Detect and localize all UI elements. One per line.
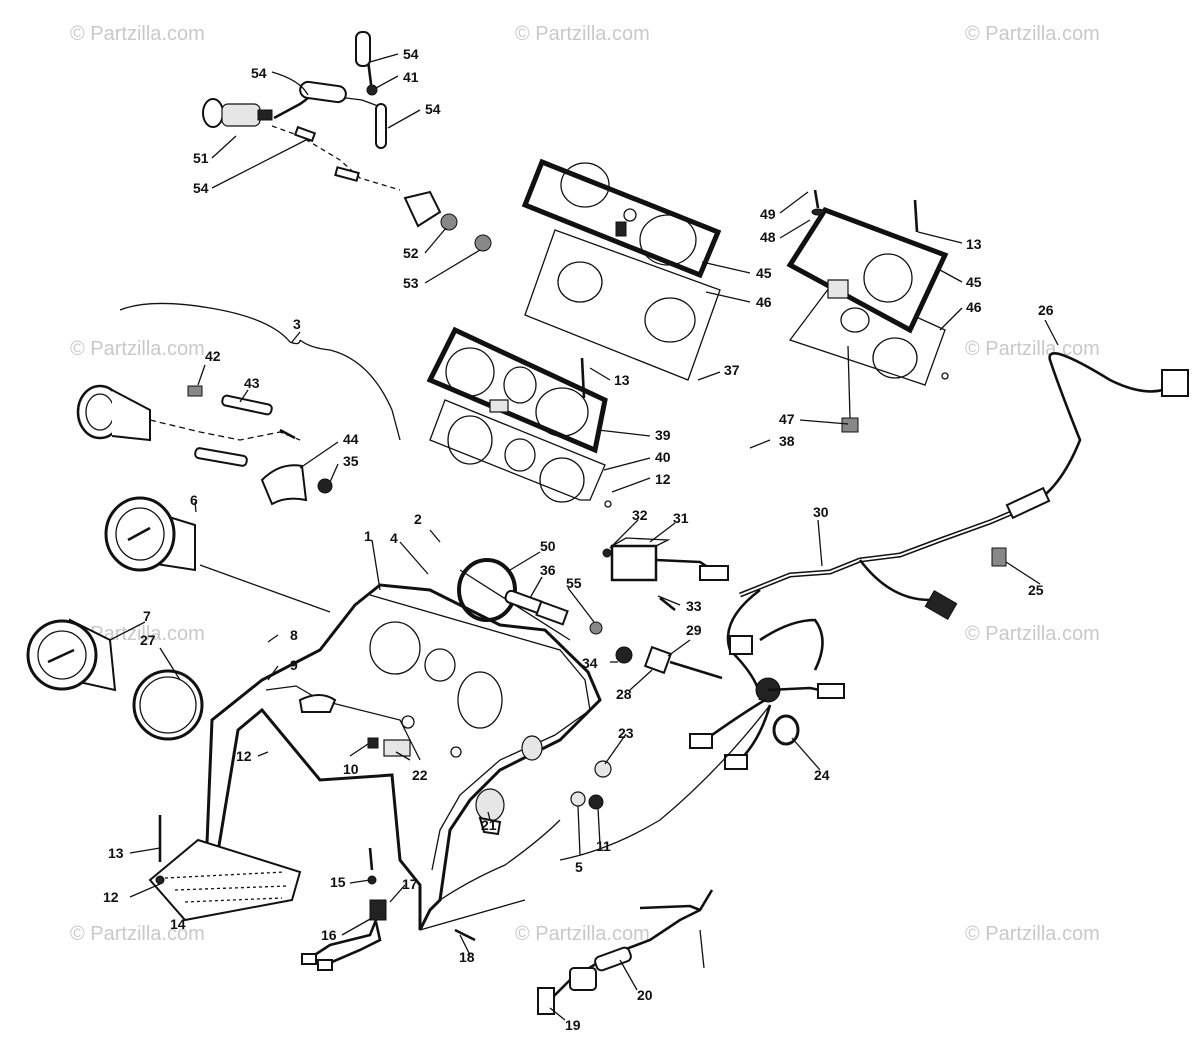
watermark: © Partzilla.com: [515, 23, 650, 45]
callout-49: 49: [760, 206, 776, 222]
watermark: © Partzilla.com: [70, 338, 205, 360]
watermark: © Partzilla.com: [70, 23, 205, 45]
callout-12: 12: [655, 471, 671, 487]
callout-35: 35: [343, 453, 359, 469]
callout-54: 54: [193, 180, 209, 196]
callout-54: 54: [403, 46, 419, 62]
callout-27: 27: [140, 632, 156, 648]
callout-54: 54: [425, 101, 441, 117]
callout-16: 16: [321, 927, 337, 943]
upper-gauge-bezel: [521, 158, 722, 381]
callout-12: 12: [236, 748, 252, 764]
ignition-switch-parts: [457, 558, 723, 836]
callout-51: 51: [193, 150, 209, 166]
watermark: © Partzilla.com: [965, 338, 1100, 360]
callout-47: 47: [779, 411, 795, 427]
callout-2: 2: [414, 511, 422, 527]
callout-8: 8: [290, 627, 298, 643]
callout-7: 7: [143, 608, 151, 624]
callout-12: 12: [103, 889, 119, 905]
callout-37: 37: [724, 362, 740, 378]
callout-6: 6: [190, 492, 198, 508]
callout-9: 9: [290, 657, 298, 673]
callout-19: 19: [565, 1017, 581, 1033]
callout-53: 53: [403, 275, 419, 291]
callout-24: 24: [814, 767, 830, 783]
callout-13: 13: [614, 372, 630, 388]
leader-lines: [109, 53, 1059, 1021]
callout-31: 31: [673, 510, 689, 526]
choke-cable-assembly: [202, 31, 492, 252]
callout-40: 40: [655, 449, 671, 465]
callout-17: 17: [402, 876, 418, 892]
callout-45: 45: [756, 265, 772, 281]
callout-22: 22: [412, 767, 428, 783]
callout-54: 54: [251, 65, 267, 81]
callout-1: 1: [364, 528, 372, 544]
wiring-harness: [559, 352, 1189, 861]
callout-32: 32: [632, 507, 648, 523]
fuel-gauge: [26, 618, 204, 741]
watermark: © Partzilla.com: [965, 23, 1100, 45]
callout-30: 30: [813, 504, 829, 520]
callout-26: 26: [1038, 302, 1054, 318]
callout-39: 39: [655, 427, 671, 443]
right-gauge-bezel: [786, 189, 949, 433]
callout-45: 45: [966, 274, 982, 290]
callout-labels: 54 54 41 54 51 54 52 53 49 48 13 45 46 4…: [103, 46, 1054, 1033]
callout-5: 5: [575, 859, 583, 875]
callout-18: 18: [459, 949, 475, 965]
callout-10: 10: [343, 761, 359, 777]
callout-33: 33: [686, 598, 702, 614]
callout-38: 38: [779, 433, 795, 449]
callout-41: 41: [403, 69, 419, 85]
callout-52: 52: [403, 245, 419, 261]
callout-46: 46: [966, 299, 982, 315]
speedometer-assembly: [76, 302, 401, 506]
callout-44: 44: [343, 431, 359, 447]
callout-55: 55: [566, 575, 582, 591]
switch-lead-assembly: [301, 847, 714, 1015]
triple-gauge-bezel: [426, 326, 612, 508]
callout-29: 29: [686, 622, 702, 638]
watermark: © Partzilla.com: [965, 623, 1100, 645]
callout-4: 4: [390, 530, 398, 546]
watermark: © Partzilla.com: [515, 923, 650, 945]
callout-34: 34: [582, 655, 598, 671]
callout-20: 20: [637, 987, 653, 1003]
dash-panel: [204, 583, 602, 931]
callout-15: 15: [330, 874, 346, 890]
watermark-layer: © Partzilla.com © Partzilla.com © Partzi…: [70, 23, 1100, 945]
callout-46: 46: [756, 294, 772, 310]
callout-42: 42: [205, 348, 221, 364]
callout-43: 43: [244, 375, 260, 391]
callout-11: 11: [596, 838, 611, 854]
watermark: © Partzilla.com: [965, 923, 1100, 945]
cover-plate: [148, 815, 302, 922]
callout-13: 13: [966, 236, 982, 252]
callout-50: 50: [540, 538, 556, 554]
callout-36: 36: [540, 562, 556, 578]
callout-21: 21: [481, 817, 497, 833]
callout-25: 25: [1028, 582, 1044, 598]
callout-28: 28: [616, 686, 632, 702]
watermark: © Partzilla.com: [70, 923, 205, 945]
callout-13: 13: [108, 845, 124, 861]
callout-23: 23: [618, 725, 634, 741]
callout-3: 3: [293, 316, 301, 332]
callout-14: 14: [170, 916, 186, 932]
callout-48: 48: [760, 229, 776, 245]
tachometer-gauge: [104, 496, 331, 613]
